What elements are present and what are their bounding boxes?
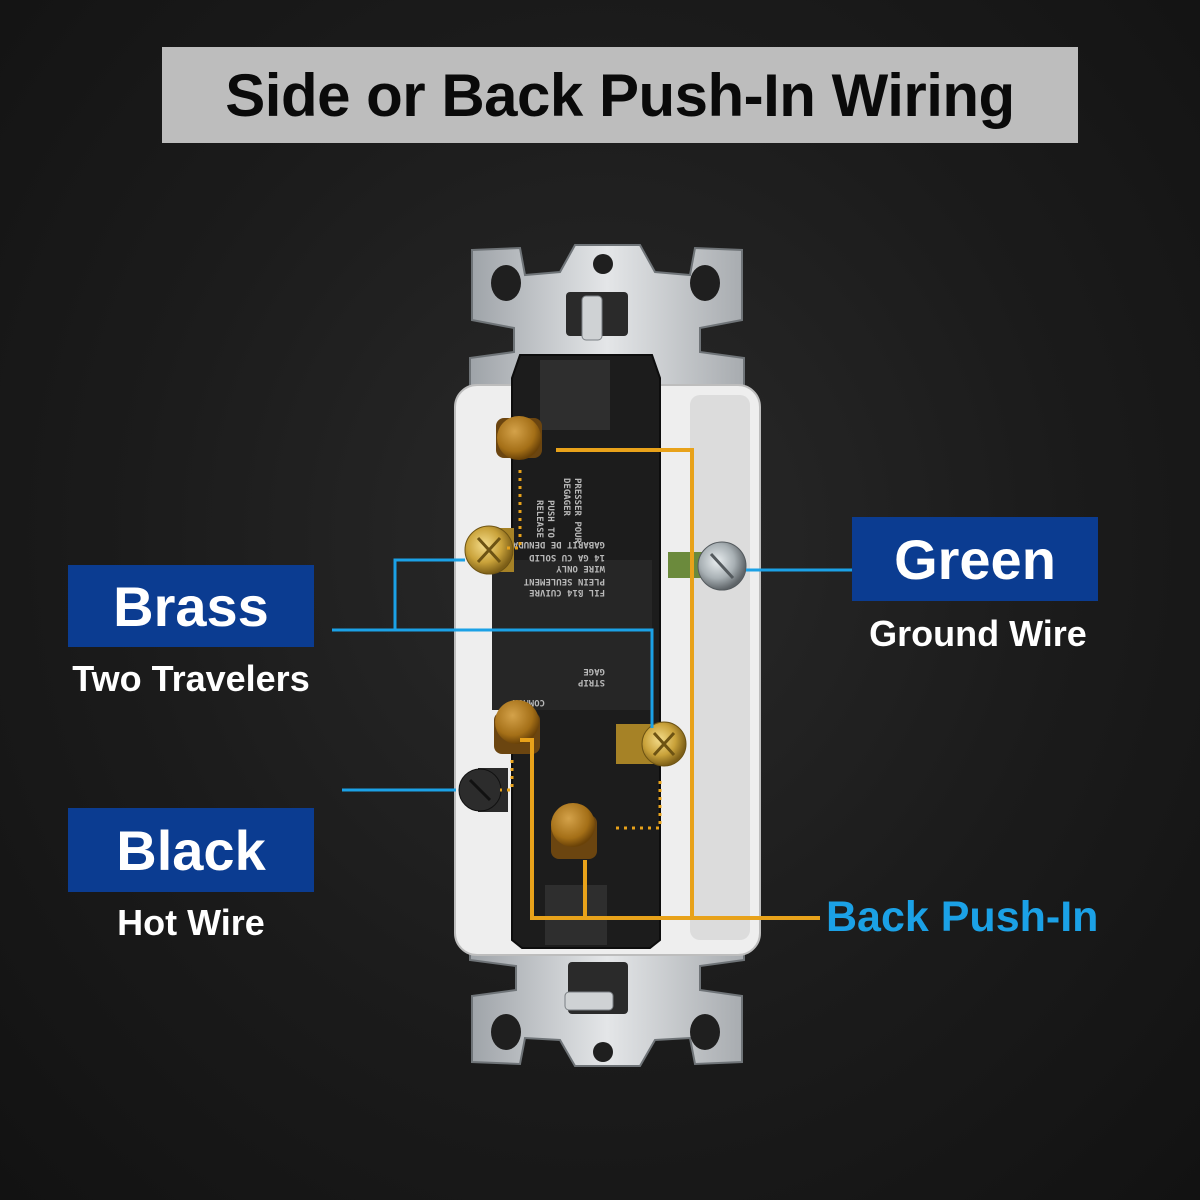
- brass-heading: Brass: [113, 574, 269, 638]
- top-clip: [540, 360, 610, 430]
- leader-middle-push: [520, 738, 692, 920]
- back-push-in-label: Back Push-In: [826, 893, 1099, 941]
- brass-screw-top: [464, 525, 514, 575]
- black-sublabel: Hot Wire: [117, 902, 265, 943]
- body-text-strip: STRIP: [577, 677, 605, 687]
- mounting-screw: [581, 295, 603, 341]
- brass-screw-bottom: [616, 721, 687, 767]
- label-leaders: [332, 558, 852, 792]
- strap-hole: [593, 254, 613, 274]
- green-sublabel: Ground Wire: [869, 613, 1087, 654]
- body-text-gabarit: GABARIT DE DENUDAGE: [502, 539, 605, 549]
- leader-brass-branch: [393, 558, 465, 630]
- dotted-middle: [500, 760, 514, 792]
- body-text-push: PUSH TO: [545, 500, 555, 539]
- toggle-channel: [690, 395, 750, 940]
- page-title: Side or Back Push-In Wiring: [225, 61, 1015, 129]
- body-text-common: COMMON: [512, 697, 545, 707]
- brass-sublabel: Two Travelers: [72, 658, 310, 699]
- title-banner: Side or Back Push-In Wiring: [162, 47, 1078, 143]
- brass-label: Brass: [68, 565, 314, 647]
- black-screw: [458, 768, 508, 812]
- bottom-clip: [545, 885, 607, 945]
- body-text-14ga: 14 GA CU SOLID: [529, 552, 605, 562]
- push-button-middle: [494, 700, 540, 754]
- green-label: Green: [852, 517, 1098, 601]
- black-label: Black: [68, 808, 314, 892]
- push-button-bottom: [551, 803, 597, 859]
- strap-hole: [690, 1014, 720, 1050]
- body-text-degager: DEGAGER: [561, 478, 571, 517]
- screw-link-leaders: [500, 470, 662, 830]
- push-button-top: [496, 416, 542, 460]
- body-text-fil: FIL ß14 CUIVRE: [529, 587, 605, 597]
- strap-hole: [491, 265, 521, 301]
- leader-brass: [332, 628, 654, 728]
- body-text-presser: PRESSER POUR: [572, 478, 582, 544]
- leader-top-push: [556, 448, 820, 920]
- mounting-screw: [564, 991, 614, 1011]
- body-text-wire-only: WIRE ONLY: [556, 563, 605, 573]
- strap-hole: [690, 265, 720, 301]
- strap-hole: [491, 1014, 521, 1050]
- dotted-top: [505, 470, 522, 550]
- push-in-leaders: [520, 448, 820, 920]
- body-text-gage: GAGE: [583, 666, 605, 676]
- body-text-release: RELEASE: [534, 500, 544, 538]
- strap-hole: [593, 1042, 613, 1062]
- body-text-plein: PLEIN SEULEMENT: [523, 576, 605, 586]
- black-heading: Black: [116, 818, 266, 882]
- green-heading: Green: [894, 527, 1056, 591]
- switch-body-inner: [492, 560, 652, 710]
